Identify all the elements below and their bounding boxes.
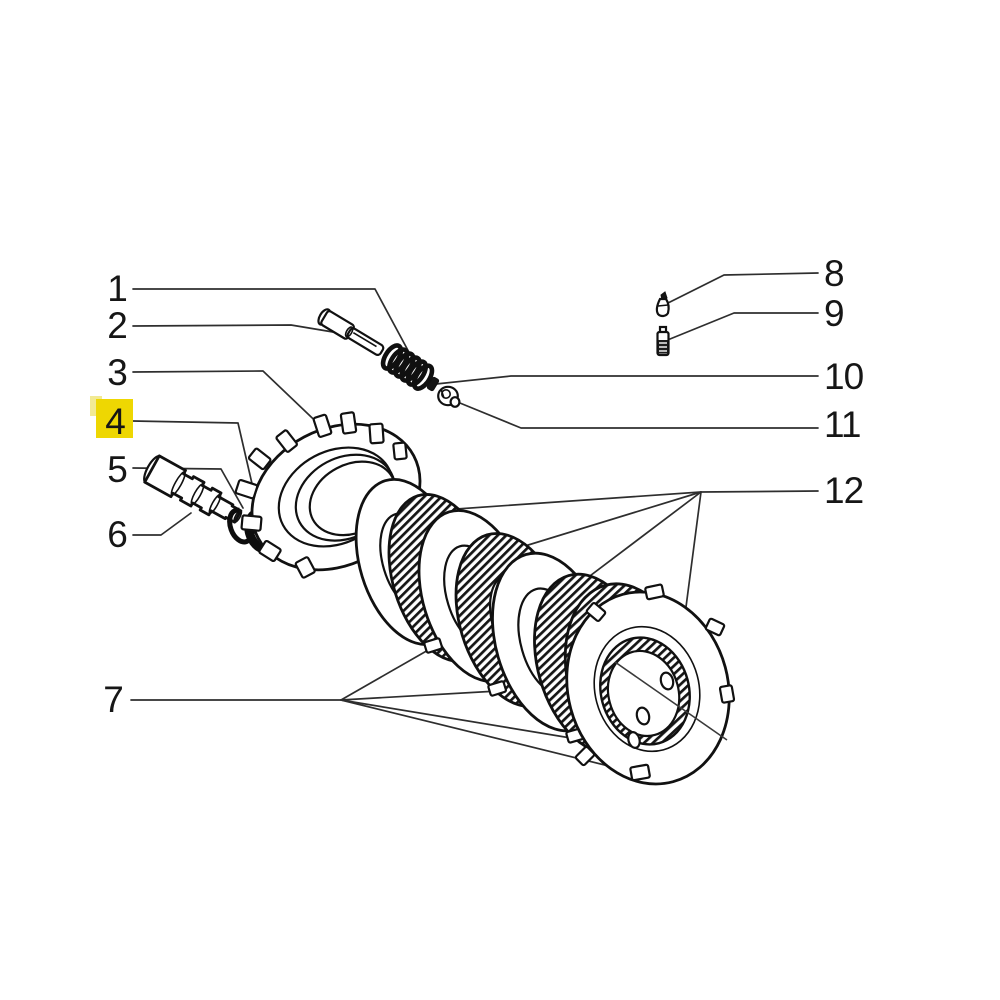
front-plate-tab: [644, 583, 665, 601]
leader-line-10: [435, 375, 819, 385]
part-label-8[interactable]: 8: [824, 253, 845, 294]
part-label-2[interactable]: 2: [107, 305, 128, 346]
leader-line-6: [132, 512, 192, 536]
steel-plate-1-tab: [423, 637, 444, 654]
highlight-part-4: [96, 399, 133, 438]
front-plate-tab: [574, 745, 596, 767]
part-label-1[interactable]: 1: [107, 268, 128, 309]
nut-part-11: [437, 385, 461, 408]
part-label-12[interactable]: 12: [824, 470, 864, 511]
spring-part-1: [380, 343, 435, 391]
leader-line-1: [132, 288, 412, 357]
small-pin-part-8: [655, 291, 670, 318]
leader-line-11: [454, 400, 819, 429]
part-label-6[interactable]: 6: [107, 514, 128, 555]
front-plate-tab: [704, 617, 726, 637]
part-label-9[interactable]: 9: [824, 293, 845, 334]
leader-line-8: [667, 272, 819, 304]
part-label-10[interactable]: 10: [824, 356, 865, 397]
leader-lines: [130, 272, 819, 771]
front-plate-tab: [629, 763, 651, 782]
leader-line-2: [132, 324, 334, 333]
steel-plate-2-tab: [487, 680, 508, 697]
part-label-3[interactable]: 3: [107, 352, 128, 393]
hub-hole: [627, 731, 641, 749]
pushrod-part-2: [317, 308, 385, 356]
threaded-stud-part-9: [656, 325, 670, 357]
front-plate-tab: [718, 684, 736, 704]
washer-part-10: [426, 376, 440, 392]
leader-line-9: [669, 312, 819, 340]
callout-labels: 1 2 3 4 5 6 7 8 9 10 11 12: [90, 253, 865, 720]
assembly-axis-line-front: [614, 661, 728, 741]
leader-line-3: [132, 370, 330, 435]
hub-hole: [635, 706, 651, 726]
front-steel-plate-part-7: [565, 583, 736, 786]
part-label-5[interactable]: 5: [107, 449, 128, 490]
part-label-11[interactable]: 11: [824, 404, 861, 445]
pressure-plate-lugs: [234, 411, 408, 579]
clutch-plate-stack: [354, 478, 736, 786]
shaft-part-6: [143, 454, 243, 524]
part-label-7[interactable]: 7: [103, 679, 124, 720]
front-plate-tab: [585, 601, 607, 623]
part-label-4[interactable]: 4: [105, 401, 126, 442]
hub-hole: [659, 671, 675, 691]
